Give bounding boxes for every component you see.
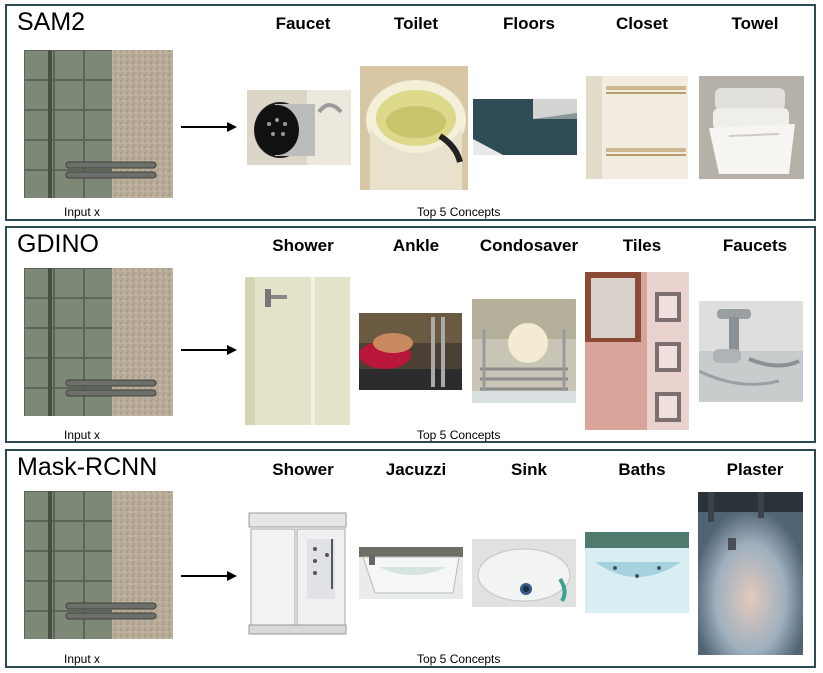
panel-mask-rcnn: Mask-RCNN Input x Shower Jacuzzi Sink Ba… [5,449,816,668]
concept-image [586,76,688,179]
concept-image [585,272,689,430]
panel-gdino: GDINO Input x Shower Ankle Condosaver Ti… [5,226,816,443]
concept-image [472,299,576,403]
arrow-icon [181,571,237,581]
concept-image [360,66,468,190]
input-image [24,268,173,416]
concept-image [359,547,463,599]
concept-label: Floors [503,14,555,33]
input-image [24,491,173,639]
model-name: Mask-RCNN [17,453,158,481]
concept-image [245,509,350,636]
concept-label: Faucet [275,14,331,33]
input-label: Input x [64,428,101,442]
concept-label: Closet [616,14,668,33]
concept-image [472,539,576,607]
input-label: Input x [64,205,101,219]
concept-image [585,532,689,613]
input-image [24,50,173,198]
concept-image [699,76,804,179]
concept-label: Faucets [722,236,788,255]
concept-image [698,492,803,655]
concept-label: Toilet [393,14,439,33]
concept-label: Towel [731,14,779,33]
model-name: SAM2 [17,8,86,36]
concept-label: Jacuzzi [385,460,447,479]
concept-label: Tiles [622,236,662,255]
concept-label: Shower [272,236,334,255]
concept-label: Ankle [392,236,440,255]
panel-sam2: SAM2 Input x Faucet Toilet Floors Closet… [5,4,816,221]
input-label: Input x [64,652,101,666]
concepts-caption: Top 5 Concepts [417,205,501,219]
concept-image [473,99,577,155]
concepts-caption: Top 5 Concepts [417,652,501,666]
concept-label: Condosaver [479,236,579,255]
arrow-icon [181,345,237,355]
concept-label: Shower [272,460,334,479]
concepts-caption: Top 5 Concepts [417,428,501,442]
concept-image [245,277,350,425]
concept-image [699,301,803,402]
concept-label: Sink [511,460,547,479]
model-name: GDINO [17,230,99,258]
concept-label: Plaster [726,460,784,479]
concept-image [247,90,351,165]
arrow-icon [181,122,237,132]
concept-image [359,313,462,390]
concept-label: Baths [618,460,666,479]
